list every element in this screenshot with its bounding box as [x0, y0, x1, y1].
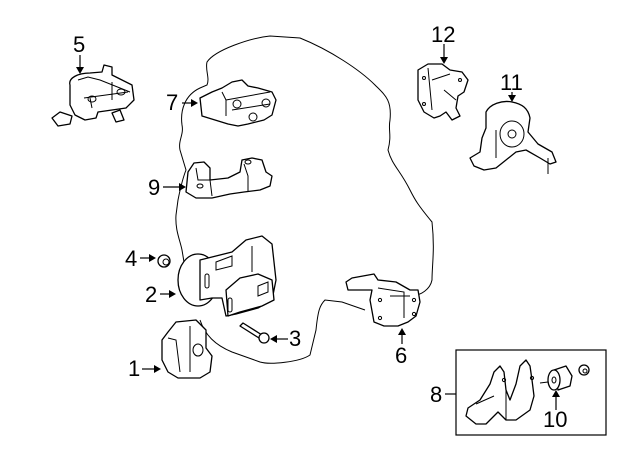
part-10-front-mount-insulator[interactable] — [539, 365, 573, 391]
callout-9: 9 — [148, 175, 161, 200]
callout-5: 5 — [73, 32, 86, 57]
part-9-side-mount-bracket[interactable] — [185, 157, 273, 199]
part-11-right-mount-insulator[interactable] — [469, 100, 557, 174]
callout-12: 12 — [431, 22, 456, 47]
callout-10: 10 — [543, 407, 568, 432]
callout-2: 2 — [145, 282, 158, 307]
part-6-right-mount-bracket[interactable] — [345, 273, 421, 327]
part-4-mount-nut[interactable] — [157, 254, 171, 268]
part-12-mount-support-bracket[interactable] — [417, 63, 469, 121]
part-1-rear-mount-insulator[interactable] — [161, 319, 213, 379]
part-7-upper-mount-bracket[interactable] — [199, 79, 277, 127]
callout-4: 4 — [125, 246, 138, 271]
leader-lines — [76, 44, 560, 410]
callout-8: 8 — [430, 382, 443, 407]
callout-1: 1 — [128, 356, 141, 381]
part-2-rear-mount-bracket[interactable] — [177, 235, 277, 317]
part-8-front-mount-bracket[interactable] — [465, 359, 535, 425]
callout-6: 6 — [395, 343, 408, 368]
part-3-mount-bolt[interactable] — [239, 322, 270, 344]
part-5-left-mount-insulator[interactable] — [51, 64, 135, 127]
callout-11: 11 — [500, 70, 523, 95]
part-10-nut[interactable] — [578, 364, 590, 376]
callout-7: 7 — [166, 90, 179, 115]
callout-3: 3 — [289, 326, 302, 351]
part-8-group-box — [455, 349, 607, 436]
